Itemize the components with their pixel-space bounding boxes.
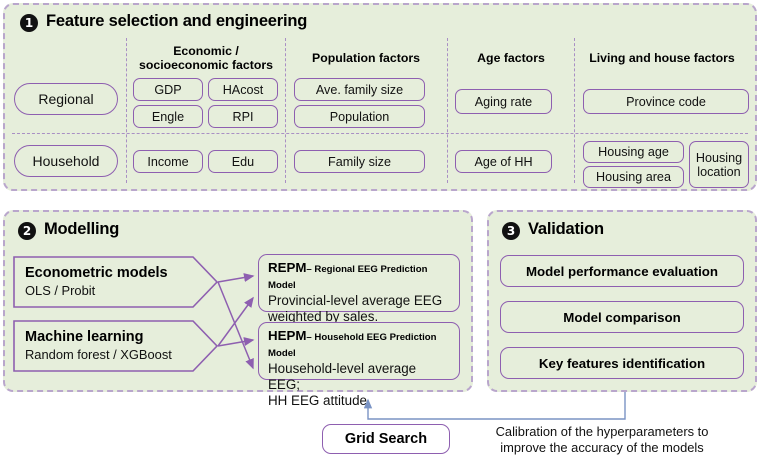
grid-search-caption: Calibration of the hyperparameters to im… (452, 424, 752, 456)
panel-title-feature-selection: Feature selection and engineering (46, 12, 308, 30)
output-hepm-line2: HH EEG attitude. (268, 393, 371, 408)
feature-chip-age-of-hh[interactable]: Age of HH (455, 150, 552, 173)
feature-chip-ave-family-size[interactable]: Ave. family size (294, 78, 425, 101)
feature-chip-population[interactable]: Population (294, 105, 425, 128)
method-box-machine-learning[interactable]: Machine learning Random forest / XGBoost (13, 320, 218, 372)
column-header-economic-line1: Economic / (173, 44, 239, 58)
column-divider-1 (126, 38, 127, 183)
grid-search-caption-line2: improve the accuracy of the models (500, 440, 704, 455)
method-ml-subtitle: Random forest / XGBoost (25, 347, 172, 362)
feature-chip-engle[interactable]: Engle (133, 105, 203, 128)
method-econometric-title: Econometric models (25, 265, 168, 281)
feature-chip-income[interactable]: Income (133, 150, 203, 173)
column-divider-2 (285, 38, 286, 183)
method-box-econometric-models[interactable]: Econometric models OLS / Probit (13, 256, 218, 308)
feature-chip-hacost[interactable]: HAcost (208, 78, 278, 101)
validation-item-model-comparison[interactable]: Model comparison (500, 301, 744, 333)
panel-number-badge-3: 3 (502, 222, 520, 240)
output-repm-line2: weighted by sales. (268, 309, 379, 324)
method-econometric-text: Econometric models OLS / Probit (25, 265, 218, 299)
panel-title-validation: Validation (528, 220, 604, 238)
column-header-economic: Economic / socioeconomic factors (128, 44, 284, 72)
output-hepm-acronym: HEPM (268, 328, 307, 343)
validation-item-key-features-identification[interactable]: Key features identification (500, 347, 744, 379)
grid-search-caption-line1: Calibration of the hyperparameters to (495, 424, 709, 439)
output-hepm-line1: Household-level average EEG; (268, 361, 417, 392)
method-ml-text: Machine learning Random forest / XGBoost (25, 329, 218, 363)
row-label-regional: Regional (14, 83, 118, 115)
output-hepm-heading: HEPM– Household EEG Prediction Model (268, 328, 451, 361)
feature-chip-edu[interactable]: Edu (208, 150, 278, 173)
feature-chip-aging-rate[interactable]: Aging rate (455, 89, 552, 114)
arrow-shape-econometric (13, 256, 218, 308)
feature-chip-family-size[interactable]: Family size (294, 150, 425, 173)
feature-chip-housing-area[interactable]: Housing area (583, 166, 684, 188)
panel-number-badge-1: 1 (20, 14, 38, 32)
column-header-economic-line2: socioeconomic factors (139, 58, 273, 72)
method-econometric-subtitle: OLS / Probit (25, 283, 96, 298)
panel-number-badge-2: 2 (18, 222, 36, 240)
arrow-shape-machine-learning (13, 320, 218, 372)
column-header-age: Age factors (477, 51, 545, 65)
validation-item-model-performance-evaluation[interactable]: Model performance evaluation (500, 255, 744, 287)
row-label-household: Household (14, 145, 118, 177)
output-hepm-expansion: – Household EEG Prediction Model (268, 332, 437, 359)
feature-chip-housing-location[interactable]: Housing location (689, 141, 749, 188)
row-divider (12, 133, 748, 134)
column-header-population: Population factors (312, 51, 420, 65)
grid-search-box[interactable]: Grid Search (322, 424, 450, 454)
feature-chip-gdp[interactable]: GDP (133, 78, 203, 101)
feature-chip-housing-age[interactable]: Housing age (583, 141, 684, 163)
column-header-living: Living and house factors (589, 51, 735, 65)
output-box-repm[interactable]: REPM– Regional EEG Prediction Model Prov… (258, 254, 460, 324)
feature-chip-rpi[interactable]: RPI (208, 105, 278, 128)
panel-title-modelling: Modelling (44, 220, 120, 238)
output-repm-expansion: – Regional EEG Prediction Model (268, 264, 428, 291)
column-divider-4 (574, 38, 575, 183)
output-repm-heading: REPM– Regional EEG Prediction Model (268, 260, 451, 293)
column-divider-3 (447, 38, 448, 183)
method-ml-title: Machine learning (25, 329, 144, 345)
output-box-hepm[interactable]: HEPM– Household EEG Prediction Model Hou… (258, 322, 460, 408)
feature-chip-province-code[interactable]: Province code (583, 89, 749, 114)
output-repm-line1: Provincial-level average EEG (268, 293, 443, 308)
output-repm-acronym: REPM (268, 260, 307, 275)
